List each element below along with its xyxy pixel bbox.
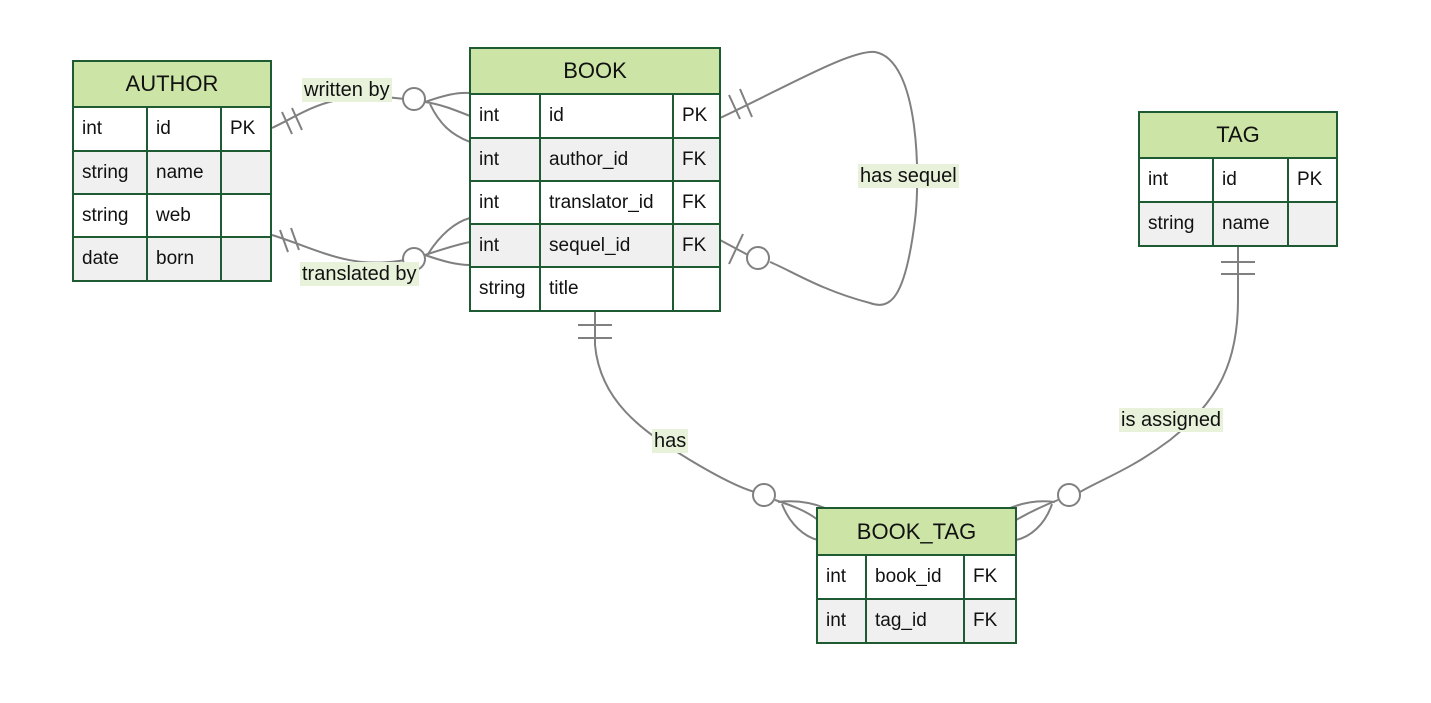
attribute-name: tag_id xyxy=(865,598,965,642)
one-bar-icon xyxy=(281,111,293,135)
relationship-label-has: has xyxy=(652,429,689,453)
entity-book-tag[interactable]: BOOK_TAG int book_id FK int tag_id FK xyxy=(816,507,1017,644)
relationship-has xyxy=(578,308,826,541)
zero-circle-icon xyxy=(1057,483,1081,507)
one-bar-icon xyxy=(279,229,289,253)
attribute-key: FK xyxy=(672,223,719,268)
attribute-type: string xyxy=(74,193,148,238)
attribute-row: int id PK xyxy=(74,108,270,152)
attribute-key xyxy=(1287,201,1336,245)
attribute-type: string xyxy=(1140,201,1214,245)
attribute-name: born xyxy=(146,236,222,280)
relationship-label-has-sequel: has sequel xyxy=(858,164,959,188)
one-bar-icon xyxy=(728,94,741,120)
attribute-key: PK xyxy=(672,95,719,139)
attribute-type: int xyxy=(471,223,541,268)
attribute-row: string web xyxy=(74,193,270,238)
entity-title: TAG xyxy=(1140,113,1336,159)
attribute-name: name xyxy=(1212,201,1289,245)
entity-author[interactable]: AUTHOR int id PK string name string web … xyxy=(72,60,272,282)
entity-title: AUTHOR xyxy=(74,62,270,108)
attribute-table: int book_id FK int tag_id FK xyxy=(818,556,1015,642)
attribute-row: int author_id FK xyxy=(471,137,719,182)
attribute-key xyxy=(220,150,270,195)
attribute-type: string xyxy=(471,266,541,310)
attribute-name: author_id xyxy=(539,137,674,182)
attribute-key: FK xyxy=(672,137,719,182)
one-bar-icon xyxy=(728,233,744,265)
attribute-name: id xyxy=(1212,159,1289,203)
attribute-key xyxy=(672,266,719,310)
attribute-type: string xyxy=(74,150,148,195)
attribute-name: id xyxy=(539,95,674,139)
attribute-type: int xyxy=(471,137,541,182)
attribute-table: int id PK int author_id FK int translato… xyxy=(471,95,719,310)
attribute-name: web xyxy=(146,193,222,238)
crowfoot-icon xyxy=(424,101,471,117)
attribute-name: sequel_id xyxy=(539,223,674,268)
attribute-row: int book_id FK xyxy=(818,556,1015,600)
entity-tag[interactable]: TAG int id PK string name xyxy=(1138,111,1338,247)
attribute-type: int xyxy=(471,95,541,139)
relationship-label-written-by: written by xyxy=(302,78,392,102)
attribute-key: PK xyxy=(1287,159,1336,203)
attribute-name: id xyxy=(146,108,222,152)
attribute-table: int id PK string name string web date bo… xyxy=(74,108,270,280)
attribute-row: int translator_id FK xyxy=(471,180,719,225)
zero-circle-icon xyxy=(746,246,770,270)
zero-circle-icon xyxy=(752,483,776,507)
attribute-row: string name xyxy=(1140,201,1336,245)
attribute-key: FK xyxy=(672,180,719,225)
zero-circle-icon xyxy=(402,87,426,111)
relationship-label-is-assigned: is assigned xyxy=(1119,408,1224,432)
one-bar-icon xyxy=(739,88,753,118)
attribute-key xyxy=(220,193,270,238)
relationship-label-translated-by: translated by xyxy=(300,262,419,286)
one-bar-icon xyxy=(290,227,300,251)
attribute-type: int xyxy=(74,108,148,152)
attribute-key: FK xyxy=(963,598,1015,642)
attribute-type: int xyxy=(471,180,541,225)
relationship-is-assigned xyxy=(1009,244,1255,541)
relationship-has-sequel xyxy=(719,50,919,306)
attribute-name: translator_id xyxy=(539,180,674,225)
attribute-key: FK xyxy=(963,556,1015,600)
attribute-row: int sequel_id FK xyxy=(471,223,719,268)
attribute-row: date born xyxy=(74,236,270,280)
attribute-name: book_id xyxy=(865,556,965,600)
one-bar-icon xyxy=(291,107,303,131)
attribute-name: name xyxy=(146,150,222,195)
attribute-row: string name xyxy=(74,150,270,195)
attribute-row: int id PK xyxy=(471,95,719,139)
attribute-type: int xyxy=(1140,159,1214,203)
attribute-type: date xyxy=(74,236,148,280)
attribute-key: PK xyxy=(220,108,270,152)
attribute-row: int id PK xyxy=(1140,159,1336,203)
attribute-name: title xyxy=(539,266,674,310)
entity-title: BOOK xyxy=(471,49,719,95)
attribute-type: int xyxy=(818,598,867,642)
attribute-key xyxy=(220,236,270,280)
attribute-row: string title xyxy=(471,266,719,310)
attribute-row: int tag_id FK xyxy=(818,598,1015,642)
entity-book[interactable]: BOOK int id PK int author_id FK int tran… xyxy=(469,47,721,312)
attribute-type: int xyxy=(818,556,867,600)
attribute-table: int id PK string name xyxy=(1140,159,1336,245)
entity-title: BOOK_TAG xyxy=(818,509,1015,556)
